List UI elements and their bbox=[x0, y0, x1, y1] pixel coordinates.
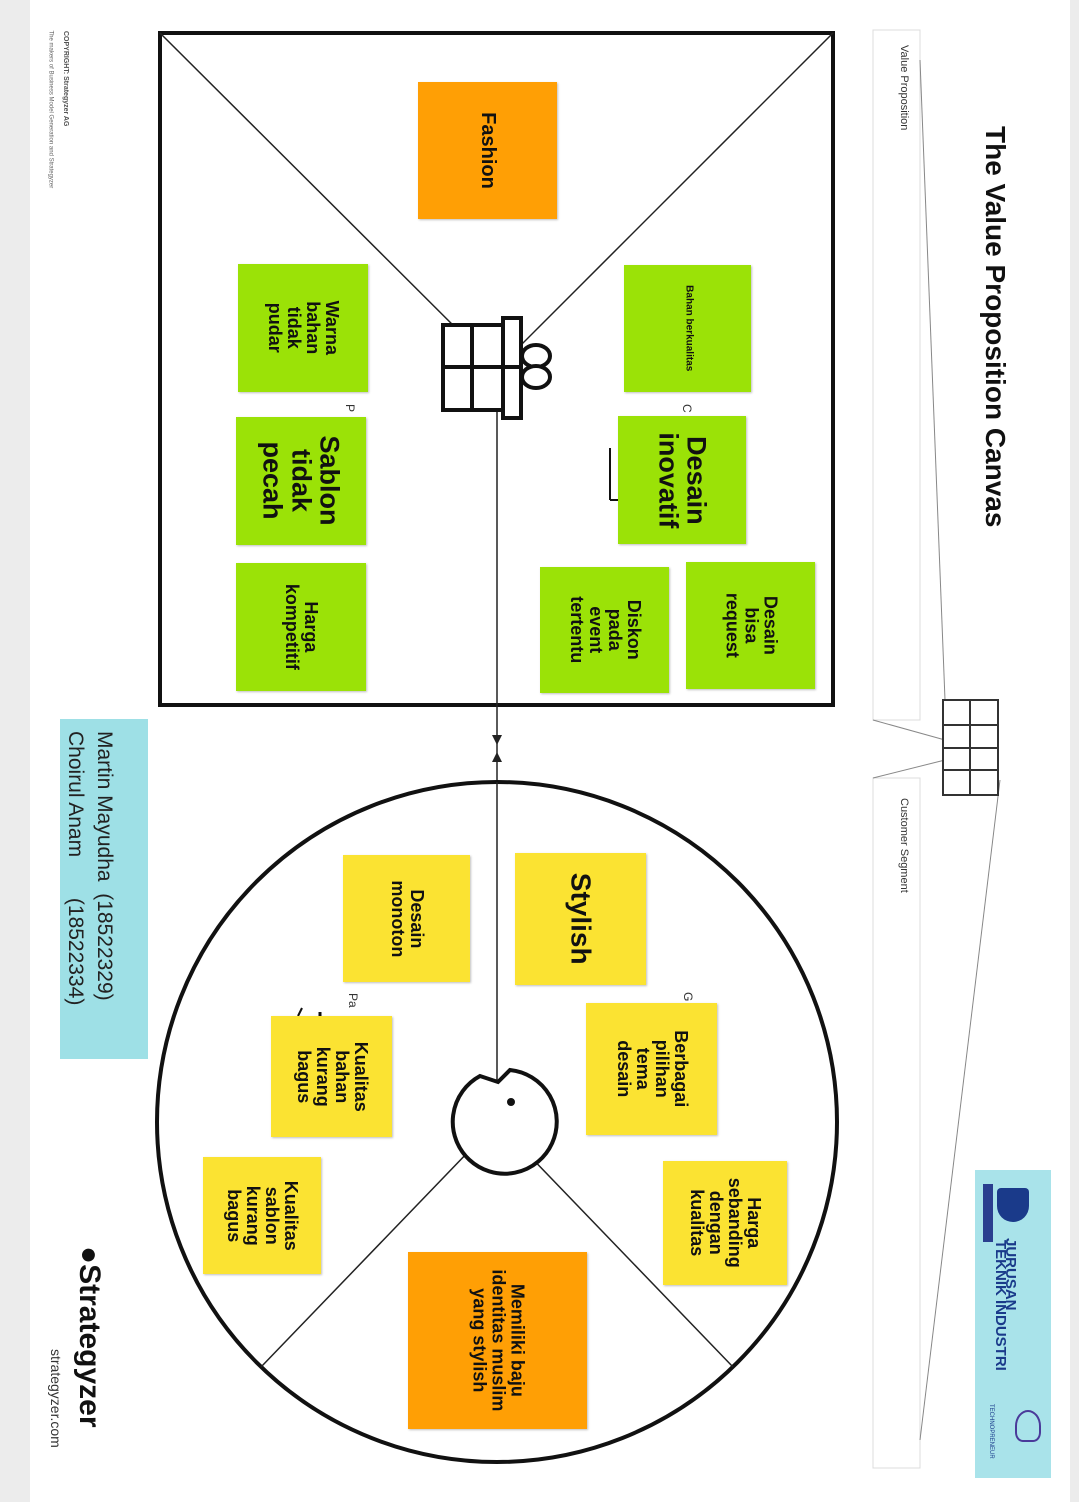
logo-line2: TEKNIK INDUSTRI bbox=[992, 1240, 1009, 1371]
customer-segment-label: Customer Segment bbox=[898, 798, 910, 893]
gain-note-2[interactable]: Berbagai pilihan tema desain bbox=[586, 1003, 717, 1135]
pain-note-3[interactable]: Kualitas sablon kurang bagus bbox=[203, 1157, 321, 1274]
authors-box: Martin Mayudha (18522329) Choirul Anam (… bbox=[58, 717, 150, 1061]
copyright-line1: COPYRIGHT: Strategyzer AG bbox=[62, 31, 69, 127]
gain-note-1[interactable]: Stylish bbox=[515, 853, 646, 985]
logo-small: TECHNOPRENEUR bbox=[988, 1404, 994, 1459]
pain-reliever-note-3[interactable]: Harga kompetitif bbox=[236, 563, 366, 691]
products-note-1[interactable]: Fashion bbox=[418, 82, 557, 219]
strategyzer-logo-icon: ● bbox=[73, 1246, 106, 1265]
stray-mark-p2: Pa bbox=[346, 993, 360, 1008]
job-note-1[interactable]: Memiliki baju identitas muslim yang styl… bbox=[408, 1252, 587, 1429]
gain-note-3[interactable]: Harga sebanding dengan kualitas bbox=[663, 1161, 787, 1285]
author-line1: Martin Mayudha (18522329) bbox=[93, 731, 116, 1001]
pain-reliever-note-1[interactable]: Warna bahan tidak pudar bbox=[238, 264, 368, 392]
gain-creator-note-3[interactable]: Desain bisa request bbox=[686, 562, 815, 689]
fit-icon bbox=[942, 699, 999, 796]
logo-box: JURUSAN TEKNIK INDUSTRI TECHNOPRENEUR bbox=[975, 1170, 1051, 1478]
university-shield-icon bbox=[997, 1188, 1029, 1222]
strategyzer-brand: ●Strategyzer bbox=[73, 1246, 106, 1446]
logo-stripe bbox=[983, 1184, 993, 1242]
stray-mark-g1: C bbox=[680, 404, 694, 413]
author-line2: Choirul Anam (18522334) bbox=[64, 731, 87, 1006]
value-proposition-strip bbox=[872, 29, 921, 721]
strategyzer-url: strategyzer.com bbox=[48, 1349, 64, 1448]
gift-icon bbox=[441, 316, 552, 420]
gain-creator-note-4[interactable]: Diskon pada event tertentu bbox=[540, 567, 669, 693]
pain-note-2[interactable]: Kualitas bahan kurang bagus bbox=[271, 1016, 392, 1137]
customer-segment-strip bbox=[872, 777, 921, 1469]
gain-creator-note-1[interactable]: Bahan berkualitas bbox=[624, 265, 751, 392]
stray-mark-p1: P bbox=[343, 404, 357, 413]
canvas-title: The Value Proposition Canvas bbox=[980, 126, 1011, 528]
gain-creator-note-2[interactable]: Desain inovatif bbox=[618, 416, 746, 544]
pain-reliever-note-2[interactable]: Sablon tidak pecah bbox=[236, 417, 366, 545]
value-proposition-label: Value Proposition bbox=[898, 45, 910, 131]
lightbulb-icon bbox=[1015, 1410, 1041, 1442]
copyright-line2: The makers of Business Model Generation … bbox=[47, 30, 54, 189]
customer-face-icon bbox=[450, 1067, 559, 1176]
stray-mark-g2: G bbox=[681, 992, 695, 1002]
brand-name: Strategyzer bbox=[73, 1264, 106, 1428]
pain-note-1[interactable]: Desain monoton bbox=[343, 855, 470, 982]
